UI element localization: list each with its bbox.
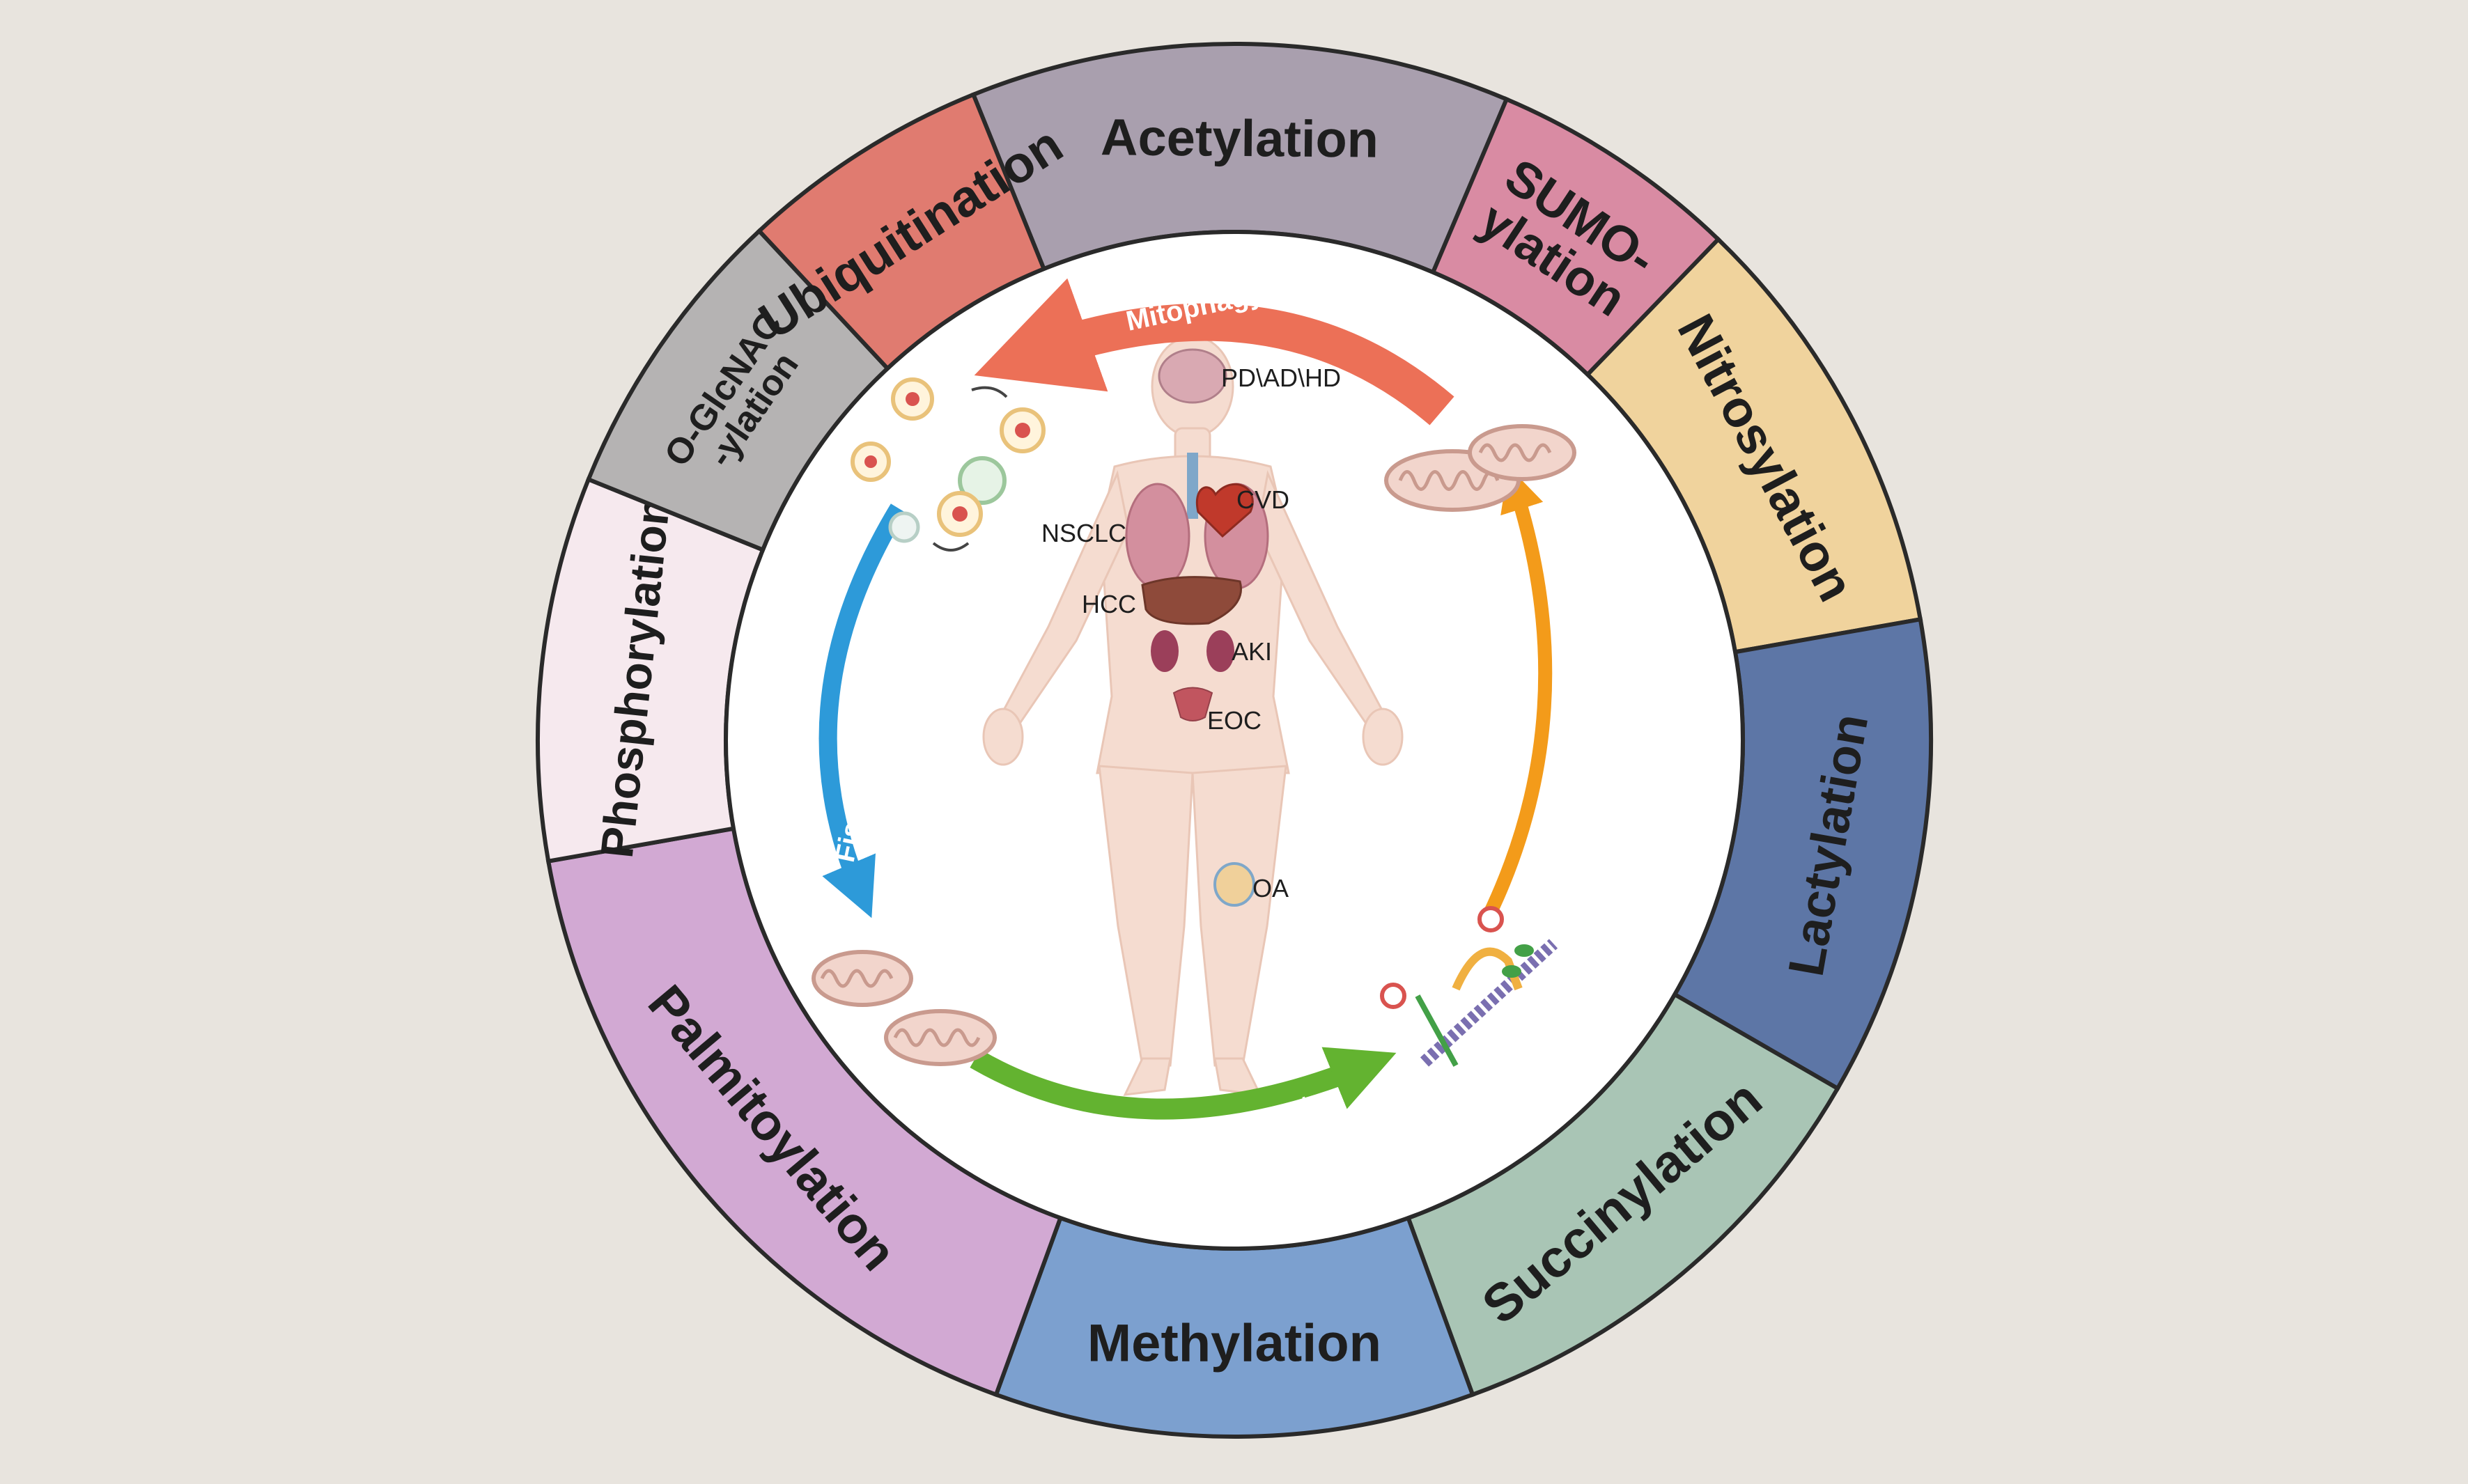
kidney-left-icon (1151, 630, 1179, 672)
kidney-right-icon (1206, 630, 1234, 672)
mitochondrion-icon (1468, 424, 1576, 481)
transport-arrow (970, 1047, 1397, 1120)
disease-label-liver: HCC (1082, 590, 1136, 618)
ovary-icon (1172, 687, 1213, 721)
mitophagy-arrow (974, 278, 1454, 425)
lung-left-icon (1125, 483, 1190, 590)
disease-label-heart: CVD (1236, 485, 1289, 514)
microtubule-motor-icon (1380, 906, 1558, 1067)
trachea-icon (1187, 453, 1198, 519)
fusion-arrow (1477, 466, 1553, 930)
ring-label-methylation: Methylation (1087, 1314, 1381, 1373)
disease-label-ovary: EOC (1207, 706, 1262, 735)
mitochondrion-icon (884, 1009, 997, 1066)
disease-label-kidney: AKI (1232, 637, 1272, 666)
organs (1125, 348, 1269, 907)
fission-arrow (818, 503, 907, 919)
mitophagy-vesicles-icon (851, 377, 1046, 552)
disease-label-lung: NSCLC (1041, 519, 1126, 547)
knee-icon (1213, 862, 1255, 907)
ring-label-acetylation: Acetylation (1101, 108, 1379, 168)
disease-label-brain: PD\AD\HD (1221, 364, 1341, 392)
mitochondrion-icon (812, 950, 913, 1007)
brain-icon (1158, 348, 1227, 404)
heart-icon (1195, 483, 1254, 538)
liver-icon (1141, 576, 1242, 625)
disease-label-knee: OA (1252, 874, 1289, 903)
